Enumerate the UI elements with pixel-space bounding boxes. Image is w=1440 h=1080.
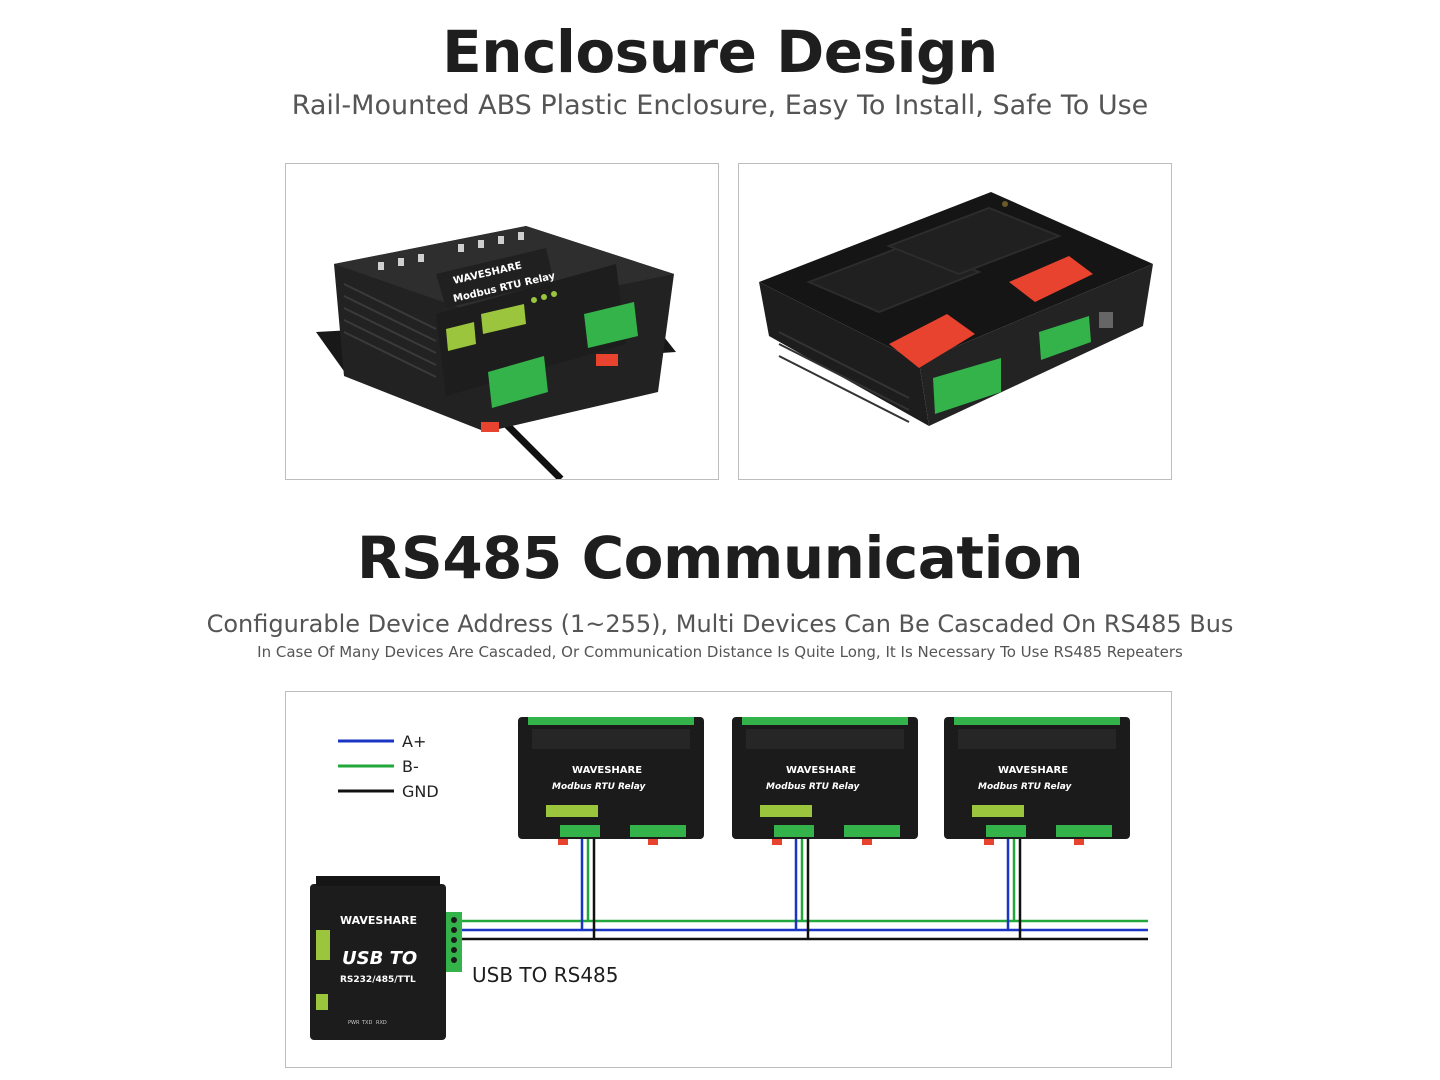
legend-label-gnd: GND — [402, 782, 439, 801]
svg-text:WAVESHARE: WAVESHARE — [572, 765, 642, 776]
relay-module-3: WAVESHARE Modbus RTU Relay — [944, 717, 1130, 845]
section-subtitle-enclosure: Rail-Mounted ABS Plastic Enclosure, Easy… — [291, 90, 1149, 121]
svg-text:Modbus RTU Relay: Modbus RTU Relay — [978, 782, 1072, 792]
section-note-rs485: In Case Of Many Devices Are Cascaded, Or… — [257, 643, 1183, 661]
enclosure-photo-back — [738, 163, 1172, 480]
svg-text:USB TO: USB TO — [342, 948, 417, 969]
relay-module-2: WAVESHARE Modbus RTU Relay — [732, 717, 918, 845]
relay-module-1: WAVESHARE Modbus RTU Relay — [518, 717, 704, 845]
bus-drops — [580, 834, 1022, 939]
usb-to-rs485-label: USB TO RS485 — [472, 963, 619, 987]
usb-converter: WAVESHARE USB TO RS232/485/TTL PWR TXD R… — [310, 876, 462, 1040]
section-subtitle-rs485: Configurable Device Address (1~255), Mul… — [206, 610, 1234, 638]
enclosure-photo-front: WAVESHARE Modbus RTU Relay — [285, 163, 719, 482]
svg-text:TXD: TXD — [361, 1020, 372, 1026]
legend-label-a: A+ — [402, 732, 426, 751]
svg-text:WAVESHARE: WAVESHARE — [998, 765, 1068, 776]
section-title-enclosure: Enclosure Design — [442, 18, 998, 86]
svg-text:Modbus RTU Relay: Modbus RTU Relay — [552, 782, 646, 792]
legend-label-b: B- — [402, 757, 419, 776]
legend: A+ B- GND — [338, 732, 439, 801]
svg-text:WAVESHARE: WAVESHARE — [786, 765, 856, 776]
rs485-wiring-diagram: A+ B- GND WAVESHARE Modbu — [285, 691, 1172, 1068]
svg-text:Modbus RTU Relay: Modbus RTU Relay — [766, 782, 860, 792]
svg-text:WAVESHARE: WAVESHARE — [340, 914, 417, 927]
section-title-rs485: RS485 Communication — [356, 524, 1084, 592]
svg-text:PWR: PWR — [348, 1020, 360, 1026]
svg-text:RS232/485/TTL: RS232/485/TTL — [340, 975, 416, 985]
svg-text:RXD: RXD — [376, 1020, 387, 1026]
